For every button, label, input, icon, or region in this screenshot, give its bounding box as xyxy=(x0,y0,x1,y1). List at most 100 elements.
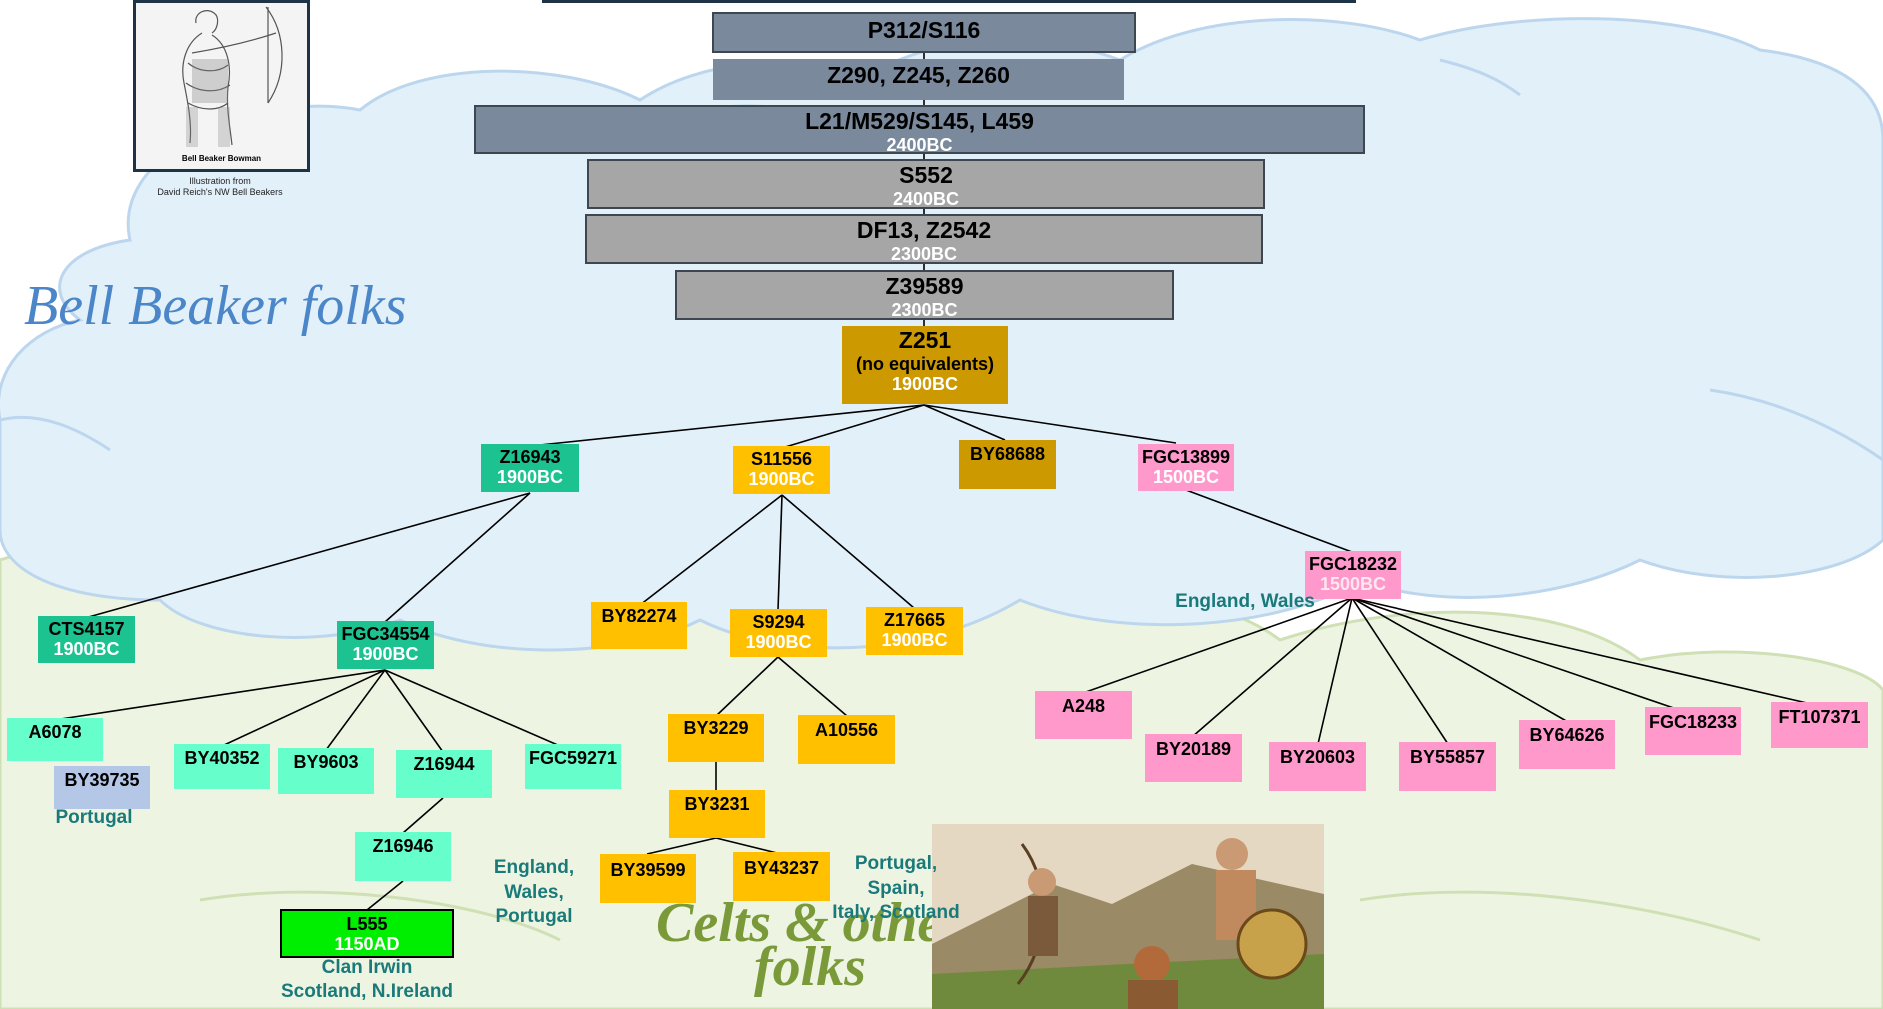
node-by20189: BY20189 xyxy=(1145,734,1242,782)
node-by40352-label: BY40352 xyxy=(184,748,260,768)
illustration-caption-line1: Illustration from xyxy=(189,176,251,186)
node-p312-label: P312/S116 xyxy=(867,17,981,43)
node-a248-label: A248 xyxy=(1061,696,1106,716)
node-a6078: A6078 xyxy=(7,718,103,761)
node-l21-label: L21/M529/S145, L459 xyxy=(805,108,1034,134)
node-z16946-label: Z16946 xyxy=(372,836,434,856)
node-fgc18232-label: FGC18232 xyxy=(1308,554,1398,574)
header-bar xyxy=(542,0,1356,3)
node-z16944: Z16944 xyxy=(396,750,492,798)
node-df13-date: 2300BC xyxy=(890,243,958,264)
note-england-wales-portugal: England, Wales, Portugal xyxy=(462,856,606,930)
node-z39589-label: Z39589 xyxy=(885,273,964,299)
node-fgc18232-date: 1500BC xyxy=(1319,574,1387,595)
note-ewp-line2: Portugal xyxy=(495,906,573,928)
node-by64626-label: BY64626 xyxy=(1529,725,1605,745)
node-a10556-label: A10556 xyxy=(814,720,879,740)
node-l555-date: 1150AD xyxy=(334,934,400,955)
node-ft107371-label: FT107371 xyxy=(1778,707,1861,727)
node-p312: P312/S116 xyxy=(712,12,1136,53)
node-z16943-date: 1900BC xyxy=(496,467,564,488)
node-z290: Z290, Z245, Z260 xyxy=(713,59,1124,100)
node-z251-label: Z251 xyxy=(898,327,952,353)
node-a248: A248 xyxy=(1035,691,1132,739)
note-ci-line2: Scotland, N.Ireland xyxy=(280,980,454,1002)
note-ewp-line1: England, Wales, xyxy=(493,857,575,903)
node-fgc59271: FGC59271 xyxy=(525,744,621,789)
node-fgc59271-label: FGC59271 xyxy=(528,748,618,768)
node-s11556-date: 1900BC xyxy=(748,469,815,490)
node-z290-label: Z290, Z245, Z260 xyxy=(827,62,1010,88)
node-by39735: BY39735 xyxy=(54,766,150,809)
node-by3229: BY3229 xyxy=(668,714,764,762)
note-england-wales-top: England, Wales xyxy=(1175,591,1315,612)
node-z39589: Z39589 2300BC xyxy=(675,270,1174,320)
node-z16944-label: Z16944 xyxy=(413,754,475,774)
node-by40352: BY40352 xyxy=(174,744,270,789)
node-l555: L555 1150AD xyxy=(280,909,454,958)
bowman-illustration: Bell Beaker Bowman xyxy=(133,0,310,172)
node-z251: Z251 (no equivalents) 1900BC xyxy=(842,326,1008,404)
node-s552-label: S552 xyxy=(899,162,953,188)
node-l21: L21/M529/S145, L459 2400BC xyxy=(474,105,1365,154)
node-z16946: Z16946 xyxy=(355,832,451,881)
illustration-caption-line2: David Reich's NW Bell Beakers xyxy=(157,187,283,198)
node-s9294-date: 1900BC xyxy=(745,632,812,653)
node-by43237-label: BY43237 xyxy=(743,858,820,878)
node-s9294: S9294 1900BC xyxy=(730,609,827,657)
node-s552-date: 2400BC xyxy=(892,188,960,209)
note-portugal-spain: Portugal, Spain, Italy, Scotland xyxy=(826,852,966,926)
node-by55857: BY55857 xyxy=(1399,742,1496,791)
note-clan-irwin: Clan Irwin Scotland, N.Ireland xyxy=(276,956,458,1004)
node-z17665-date: 1900BC xyxy=(881,630,948,651)
node-fgc34554-label: FGC34554 xyxy=(341,624,430,644)
node-fgc13899-date: 1500BC xyxy=(1152,467,1220,488)
celts-title-line2: folks xyxy=(754,935,866,998)
node-by3229-label: BY3229 xyxy=(683,718,749,738)
celts-painting xyxy=(932,824,1324,1009)
node-by20603-label: BY20603 xyxy=(1279,747,1356,767)
node-fgc13899: FGC13899 1500BC xyxy=(1138,444,1234,491)
node-cts4157: CTS4157 1900BC xyxy=(38,616,135,663)
bell-beaker-title: Bell Beaker folks xyxy=(24,275,407,337)
node-z39589-date: 2300BC xyxy=(891,299,958,320)
node-cts4157-date: 1900BC xyxy=(53,639,120,660)
node-z16943-label: Z16943 xyxy=(499,447,561,467)
node-fgc34554-date: 1900BC xyxy=(352,644,419,665)
node-by68688-label: BY68688 xyxy=(969,444,1046,464)
node-by20603: BY20603 xyxy=(1269,742,1366,791)
node-df13-label: DF13, Z2542 xyxy=(856,217,992,243)
node-s11556: S11556 1900BC xyxy=(733,446,830,494)
node-z251-sub: (no equivalents) xyxy=(855,353,994,374)
illustration-caption: Illustration from David Reich's NW Bell … xyxy=(130,176,310,199)
node-fgc18233-label: FGC18233 xyxy=(1648,712,1738,732)
node-fgc13899-label: FGC13899 xyxy=(1141,447,1231,467)
note-ci-line1: Clan Irwin xyxy=(321,957,413,978)
node-z17665-label: Z17665 xyxy=(883,610,946,630)
node-z251-date: 1900BC xyxy=(891,373,959,394)
node-by9603-label: BY9603 xyxy=(293,752,359,772)
node-by39735-label: BY39735 xyxy=(64,770,140,790)
node-fgc18232: FGC18232 1500BC xyxy=(1305,551,1401,599)
node-df13: DF13, Z2542 2300BC xyxy=(585,214,1263,264)
celts-title: Celts & other folks xyxy=(650,895,970,998)
node-by3231: BY3231 xyxy=(669,790,765,838)
node-by39599-label: BY39599 xyxy=(610,860,686,880)
tree-connectors xyxy=(53,52,1821,911)
node-by82274: BY82274 xyxy=(591,602,687,649)
node-l555-label: L555 xyxy=(346,914,388,934)
archer-sketch-icon xyxy=(182,6,283,147)
illustration-inner-caption: Bell Beaker Bowman xyxy=(181,154,262,163)
node-a6078-label: A6078 xyxy=(28,722,82,742)
node-fgc34554: FGC34554 1900BC xyxy=(337,621,434,669)
note-ps-line1: Portugal, Spain, xyxy=(854,853,938,899)
note-portugal: Portugal xyxy=(55,807,133,828)
node-by20189-label: BY20189 xyxy=(1155,739,1232,759)
warriors-painting-icon xyxy=(932,824,1324,1009)
node-z17665: Z17665 1900BC xyxy=(866,607,963,655)
node-z16943: Z16943 1900BC xyxy=(481,444,579,492)
node-cts4157-label: CTS4157 xyxy=(48,619,125,639)
node-fgc18233: FGC18233 xyxy=(1645,707,1741,755)
node-by43237: BY43237 xyxy=(733,852,830,901)
node-by39599: BY39599 xyxy=(600,854,696,903)
